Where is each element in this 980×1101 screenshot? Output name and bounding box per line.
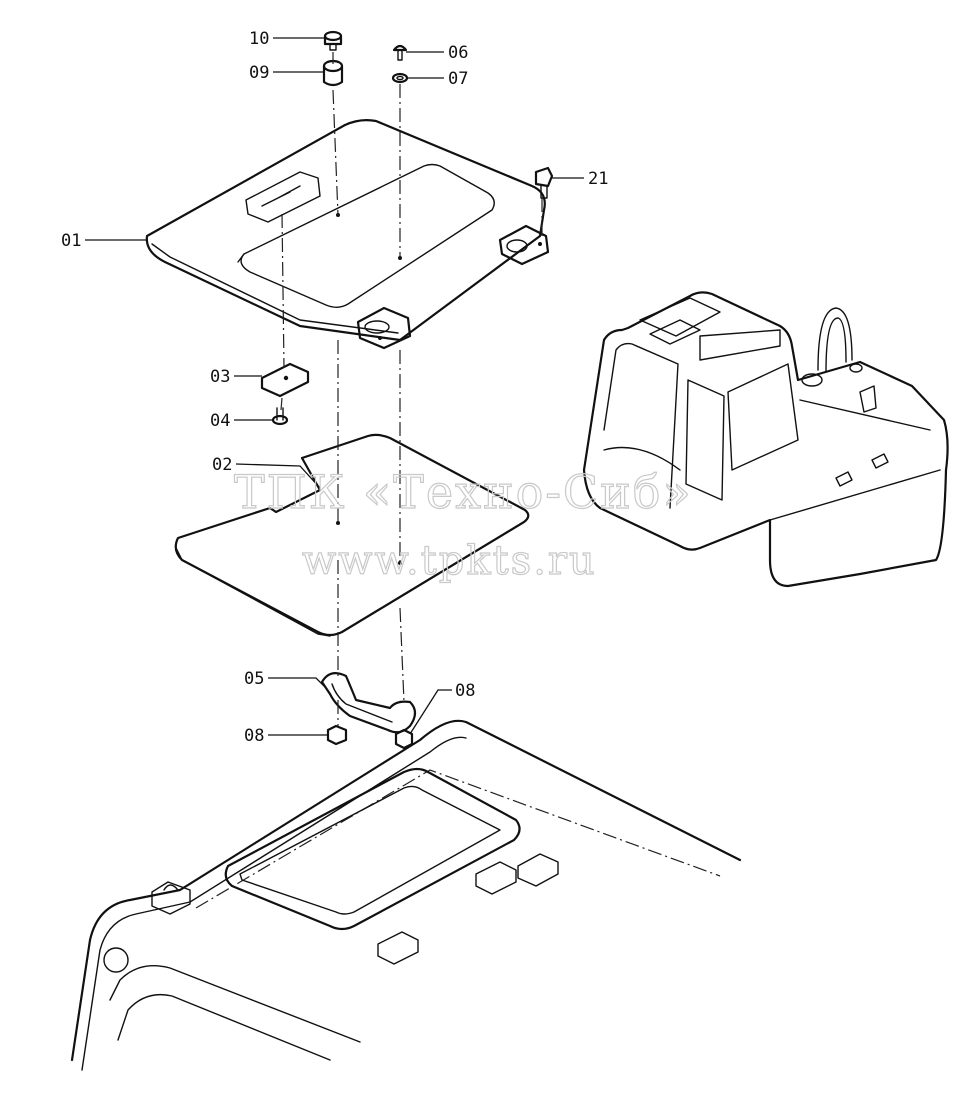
cab-roof: [70, 719, 742, 1071]
excavator-thumbnail: [582, 291, 949, 588]
part-callouts: [85, 37, 584, 736]
roof-hatch-cover: [145, 119, 550, 350]
label-06: 06: [448, 43, 468, 63]
label-01: 01: [61, 231, 81, 251]
handle-05: [320, 671, 417, 734]
screw-04: [271, 407, 289, 426]
watermark: ТПК «Техно-Сиб» www.tpkts.ru: [233, 464, 693, 584]
label-09: 09: [249, 63, 269, 83]
watermark-url: www.tpkts.ru: [302, 538, 597, 584]
part-labels: 10 09 06 07 21 01 03 04 02 05 08 08: [61, 29, 608, 746]
assembly-axis-lines: [280, 52, 543, 726]
nut-08-left: [326, 724, 348, 746]
hinge-front: [356, 306, 412, 350]
label-02: 02: [212, 455, 232, 475]
label-10: 10: [249, 29, 269, 49]
hinge-right: [498, 224, 550, 266]
screw-06: [392, 44, 408, 61]
label-08-left: 08: [244, 726, 264, 746]
bracket-03: [260, 362, 310, 398]
label-04: 04: [210, 411, 230, 431]
label-08-right: 08: [455, 681, 475, 701]
label-05: 05: [244, 669, 264, 689]
bolt-21: [534, 166, 554, 199]
label-07: 07: [448, 69, 468, 89]
label-03: 03: [210, 367, 230, 387]
spacer-09: [322, 59, 344, 87]
bolt-10: [323, 30, 343, 51]
washer-07: [391, 72, 409, 84]
watermark-company: ТПК «Техно-Сиб»: [234, 465, 693, 519]
label-21: 21: [588, 169, 608, 189]
latch-bracket: [245, 171, 321, 223]
sunshade-panel-02: [174, 433, 530, 637]
